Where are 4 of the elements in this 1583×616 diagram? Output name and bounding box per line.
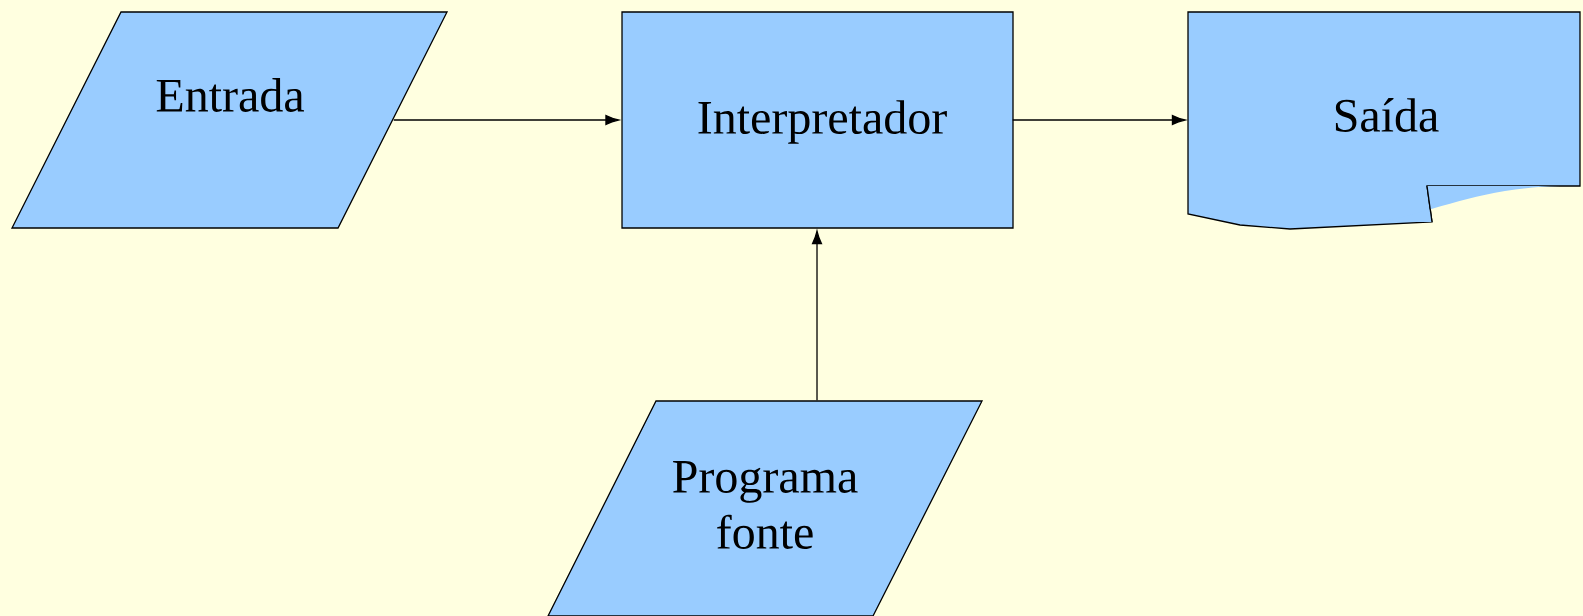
arrow <box>393 114 620 126</box>
process-box: Interpretador <box>621 11 1014 229</box>
arrow <box>811 230 823 401</box>
arrow <box>1012 114 1186 126</box>
